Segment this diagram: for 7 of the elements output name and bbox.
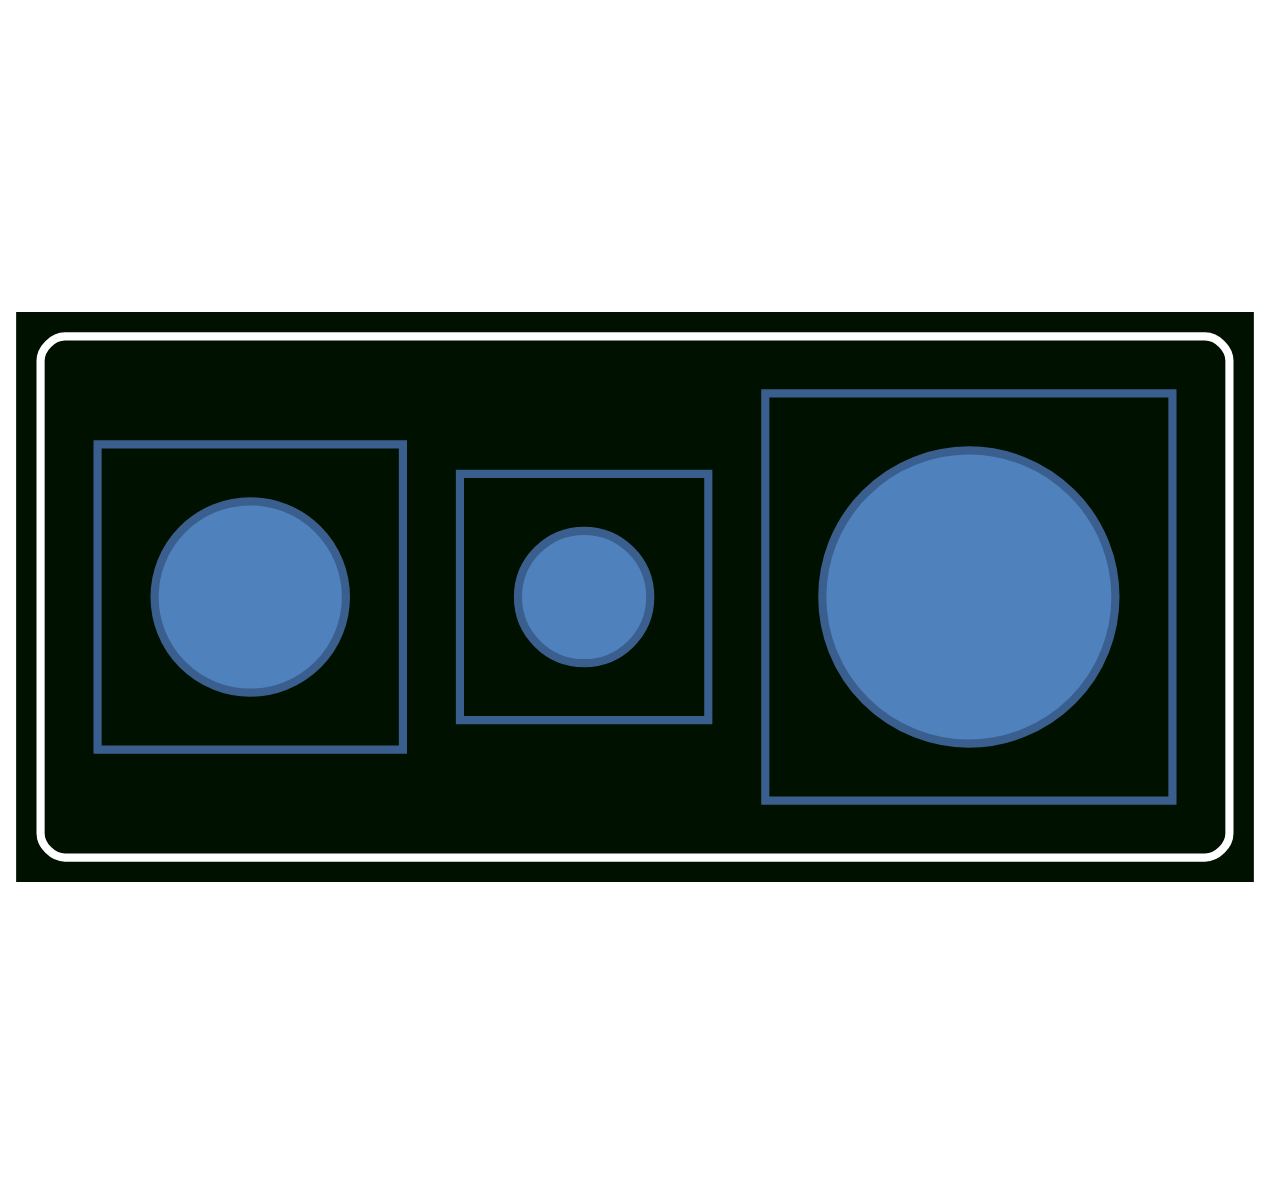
node-circle: [818, 445, 1120, 747]
cluster: [761, 388, 1177, 804]
node-circle: [150, 496, 350, 696]
cluster: [455, 468, 713, 724]
cluster: [36, 331, 1234, 861]
node-circle: [513, 525, 655, 667]
cluster: [93, 439, 407, 753]
